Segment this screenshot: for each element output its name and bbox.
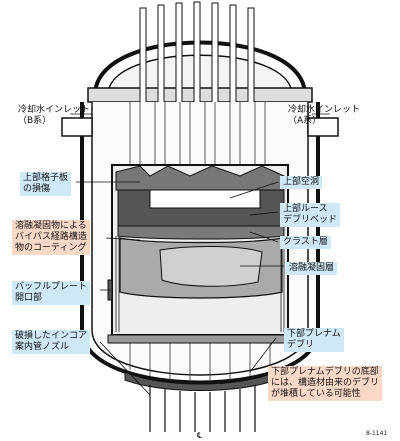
molten-layer-label: 溶融凝固層 [286, 262, 338, 275]
upper-loose-debris-label: 上部ルース デブリベッド [280, 203, 341, 227]
bypass-coating-label: 溶融凝固物による バイパス経路構造 物のコーティング [12, 220, 90, 255]
upper-grid-damage-label: 上部格子板 の損傷 [20, 172, 72, 196]
incore-nozzles [149, 385, 256, 432]
inlet-b-label: 冷却水インレット （B系） [18, 105, 91, 126]
damaged-nozzle-label: 破損したインコア 案内管ノズル [12, 330, 91, 354]
upper-cavity [149, 189, 261, 209]
crust-layer-label: クラスト層 [280, 236, 331, 249]
control-rod-nozzles [139, 1, 255, 104]
inlet-a-label: 冷却水インレット （A系） [288, 105, 361, 126]
lower-plenum-structure [129, 343, 271, 382]
peripheral-fuel-rods [115, 236, 285, 332]
centerline-mark: ℄ [197, 431, 203, 440]
figure-number: 8-1141 [366, 430, 388, 437]
leader-lines [70, 113, 330, 396]
baffle-opening-label: バッフルプレート 開口部 [12, 281, 91, 305]
upper-plenum-tubes [129, 102, 266, 165]
upper-cavity-label: 上部空洞 [280, 176, 323, 189]
crust-layer [117, 225, 285, 240]
lower-core-support [107, 334, 293, 344]
lower-plenum-debris-label: 下部プレナム デブリ [284, 328, 344, 352]
lower-plenum-bottom-label: 下部プレナムデブリの底部 には、構造材由来のデブリ が堆積している可能性 [268, 366, 383, 401]
inlet-nozzle-a [307, 117, 339, 137]
inlet-nozzle-b [61, 117, 93, 137]
